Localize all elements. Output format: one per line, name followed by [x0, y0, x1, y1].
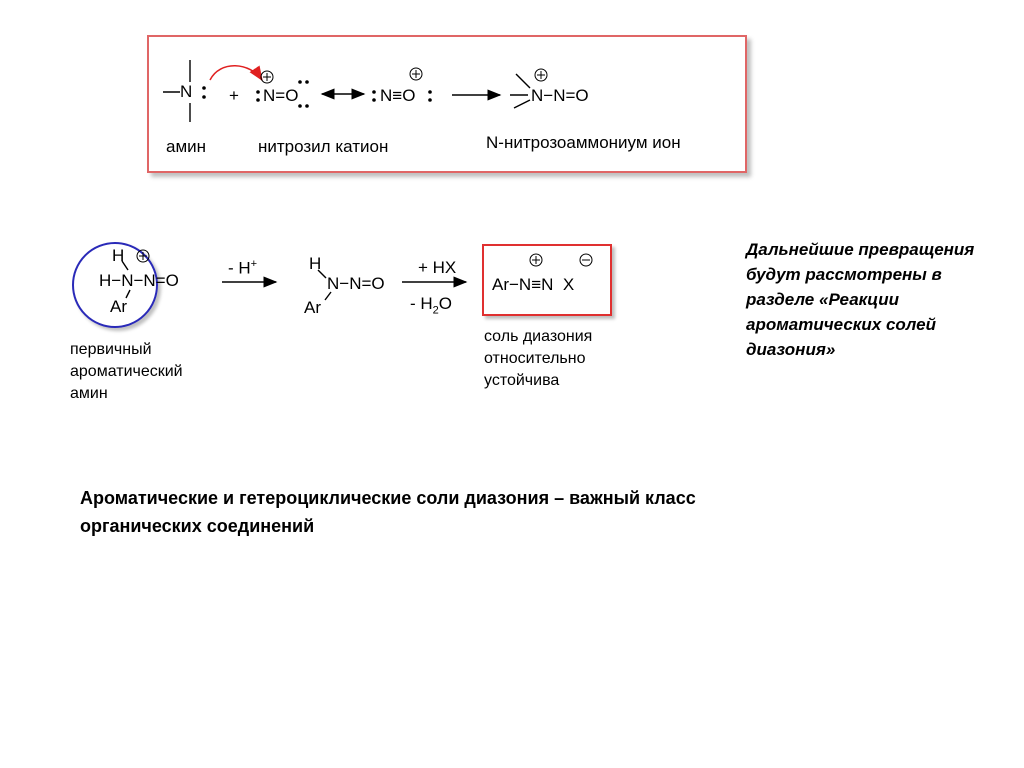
primary-amine-circle — [72, 242, 158, 328]
atom-ar: Ar — [304, 298, 321, 317]
mechanism-box — [147, 35, 747, 173]
atom-h-top: H — [112, 246, 125, 265]
plus-charge-icon — [260, 70, 274, 84]
plus-charge-icon — [529, 253, 543, 267]
plus-sign: + — [229, 86, 239, 105]
nitrosyl-species: N=O — [263, 86, 299, 105]
label-amine: амин — [166, 137, 207, 156]
amine-bonds — [163, 60, 191, 122]
label-nitrosoammonium-ion: N-нитрозоаммониум ион — [486, 133, 681, 152]
conclusion-text: Ароматические и гетероциклические соли д… — [80, 488, 696, 536]
plus-charge-icon — [534, 68, 548, 82]
curved-arrow-icon — [209, 65, 263, 82]
amine-n: N — [180, 82, 193, 101]
diazonium-salt-formula: Ar−N≡N X — [492, 275, 575, 294]
step2-top-label: + HX — [418, 258, 457, 277]
caption-primary-amine: первичный ароматический амин — [70, 341, 183, 402]
plus-charge-icon — [136, 249, 150, 263]
label-nitrosyl-cation: нитрозил катион — [258, 137, 389, 156]
caption-diazonium-salt: соль диазония относительно устойчива — [484, 328, 593, 389]
minus-charge-icon — [579, 253, 593, 267]
atom-ar: Ar — [110, 297, 127, 316]
atom-h: H — [309, 254, 322, 273]
side-note: Дальнейшие превращения будут рассмотрены… — [746, 240, 975, 359]
nitrosonium-species: N≡O — [380, 86, 416, 105]
plus-charge-icon — [409, 67, 423, 81]
nitrosoamine-fragment: N−N=O — [327, 274, 385, 293]
amine-fragment: H−N−N=O — [99, 271, 179, 290]
nitrosoammonium-species: N−N=O — [531, 86, 589, 105]
step1-label: - H+ — [228, 258, 258, 278]
step2-bottom-label: - H2O — [410, 294, 453, 317]
